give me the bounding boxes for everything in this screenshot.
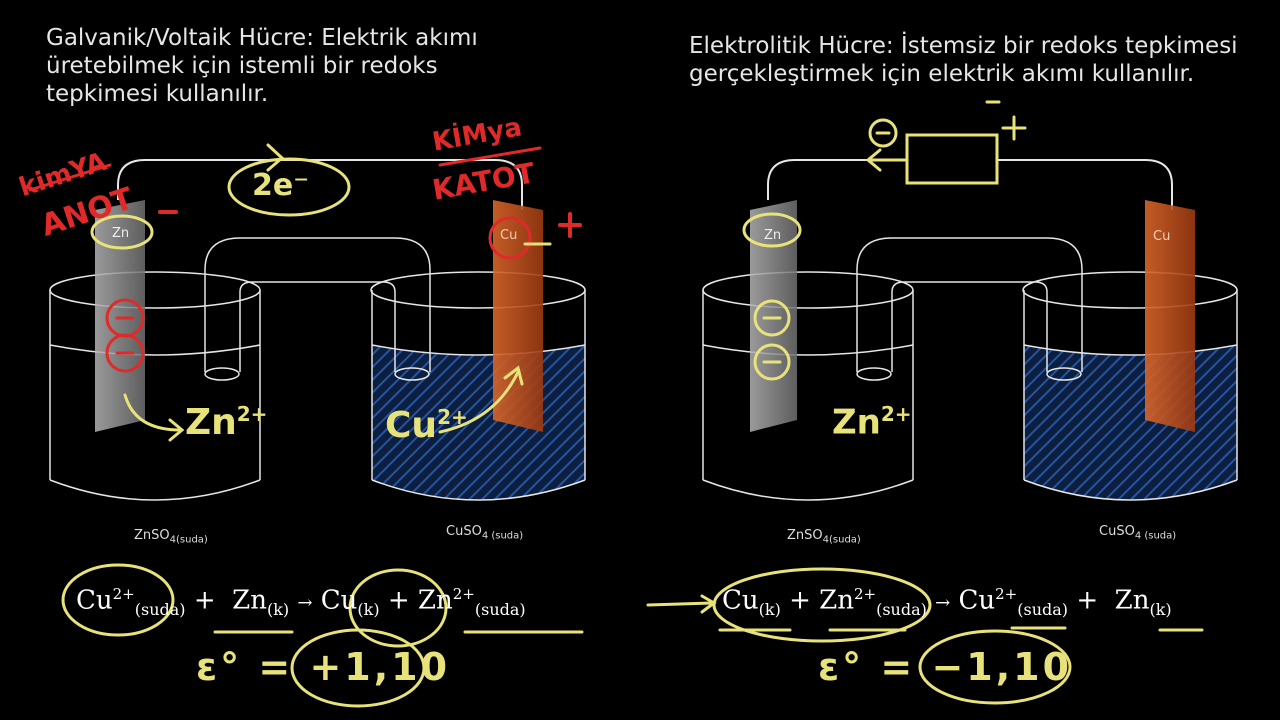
electron-transfer-note: 2e⁻ xyxy=(252,168,310,203)
galvanic-heading: Galvanik/Voltaik Hücre: Elektrik akımı ü… xyxy=(46,25,478,107)
right-zn-ion: Zn2+ xyxy=(832,402,912,443)
electrolytic-emf: ε° = −1,10 xyxy=(818,645,1073,689)
right-zinc-label: Zn xyxy=(764,228,782,243)
left-cuso4-label: CuSO4 (suda) xyxy=(446,524,524,542)
electrolytic-equation: Cu(k) + Zn2+(suda) → Cu2+(suda) + Zn(k) xyxy=(722,585,1172,619)
right-beaker xyxy=(370,271,586,501)
right-beaker-2 xyxy=(1022,271,1238,501)
left-wire xyxy=(117,159,523,210)
power-source xyxy=(905,133,999,185)
right-copper-label: Cu xyxy=(1153,229,1171,244)
electrolytic-cell xyxy=(702,133,1238,501)
right-copper-electrode xyxy=(1145,200,1195,432)
left-copper-label: Cu xyxy=(500,228,518,243)
galvanic-equation: Cu2+(suda) + Zn(k) → Cu(k) + Zn2+(suda) xyxy=(76,585,526,619)
left-znso4-label: ZnSO4(suda) xyxy=(134,528,208,546)
left-beaker-2 xyxy=(702,271,914,501)
right-znso4-label: ZnSO4(suda) xyxy=(787,528,861,546)
right-annotations xyxy=(646,100,1204,705)
left-salt-bridge xyxy=(204,237,431,381)
left-zinc-label: Zn xyxy=(112,226,130,241)
left-annotations xyxy=(28,143,584,708)
right-salt-bridge xyxy=(856,237,1083,381)
left-beaker xyxy=(49,271,261,501)
left-cu-ion: Cu2+ xyxy=(385,405,468,446)
left-zn-ion: Zn2+ xyxy=(185,402,268,443)
electrolytic-heading: Elektrolitik Hücre: İstemsiz bir redoks … xyxy=(689,33,1238,87)
galvanic-emf: ε° = +1,10 xyxy=(196,645,451,689)
right-cuso4-label: CuSO4 (suda) xyxy=(1099,524,1177,542)
left-zinc-electrode xyxy=(95,200,145,432)
